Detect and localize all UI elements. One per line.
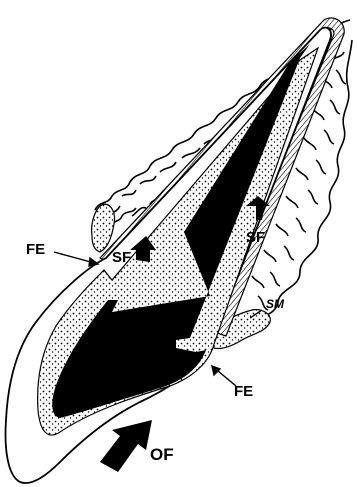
gingiva-left (92, 204, 115, 252)
label-sf-right: SF (246, 229, 265, 246)
label-fe-lower: FE (234, 383, 253, 400)
label-of: OF (150, 445, 174, 464)
label-sf-left: SF (112, 249, 131, 266)
label-fe-upper: FE (26, 241, 45, 258)
label-sm: SM (266, 297, 285, 311)
of-arrow-icon (100, 420, 152, 472)
